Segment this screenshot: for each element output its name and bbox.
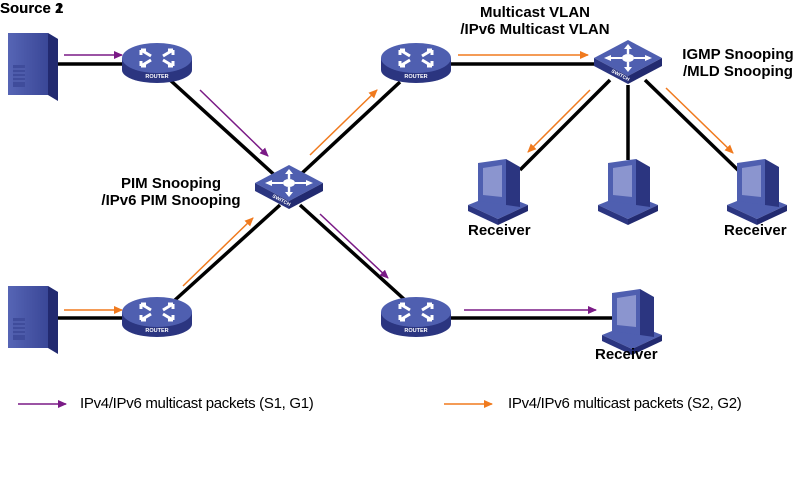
flow-s1-arrow <box>199 89 269 157</box>
pim-snooping-label: PIM Snooping /IPv6 PIM Snooping <box>88 175 254 209</box>
link-pim-switch-router3 <box>298 80 402 177</box>
host-pc-icon <box>598 159 658 225</box>
multicast-vlan-label: Multicast VLAN /IPv6 Multicast VLAN <box>450 4 620 38</box>
link-snoop-switch-receiver-left <box>518 78 612 172</box>
flow-s2-arrow <box>665 87 734 154</box>
links <box>52 62 742 320</box>
igmp-line2: /MLD Snooping <box>683 63 793 80</box>
receiver-pc-icon <box>468 159 528 225</box>
link-pim-switch-router4 <box>298 203 407 302</box>
flow-s2-arrow <box>309 89 378 156</box>
source1-server-icon <box>7 32 59 102</box>
receiver-bottom-label: Receiver <box>595 346 658 363</box>
legend-s2-label: IPv4/IPv6 multicast packets (S2, G2) <box>508 395 742 412</box>
flow-s1-arrow <box>319 213 389 279</box>
receiver-left-label: Receiver <box>468 222 531 239</box>
receiver-right-label: Receiver <box>724 222 787 239</box>
multicast-vlan-line1: Multicast VLAN <box>479 4 590 21</box>
router-icon <box>379 41 453 85</box>
igmp-snooping-label: IGMP Snooping /MLD Snooping <box>676 46 799 80</box>
link-snoop-switch-receiver-right <box>643 78 742 174</box>
source2-label: Source 2 <box>0 0 64 17</box>
pim-line2: /IPv6 PIM Snooping <box>101 192 241 209</box>
igmp-snooping-switch-icon <box>594 40 662 84</box>
pim-snooping-switch-icon <box>255 165 323 209</box>
legend-s1-label: IPv4/IPv6 multicast packets (S1, G1) <box>80 395 314 412</box>
pim-line1: PIM Snooping <box>121 175 221 192</box>
igmp-line1: IGMP Snooping <box>682 46 794 63</box>
router-icon <box>379 295 453 339</box>
multicast-vlan-line2: /IPv6 Multicast VLAN <box>460 21 610 38</box>
link-router2-pim-switch <box>173 203 282 302</box>
source2-server-icon <box>7 285 59 355</box>
flow-s2-arrow <box>182 217 254 287</box>
source1-label: Source 1 <box>0 0 64 17</box>
router-icon <box>120 41 194 85</box>
flow-s2-arrow <box>527 89 591 153</box>
router-icon <box>120 295 194 339</box>
link-router1-pim-switch <box>168 78 282 182</box>
